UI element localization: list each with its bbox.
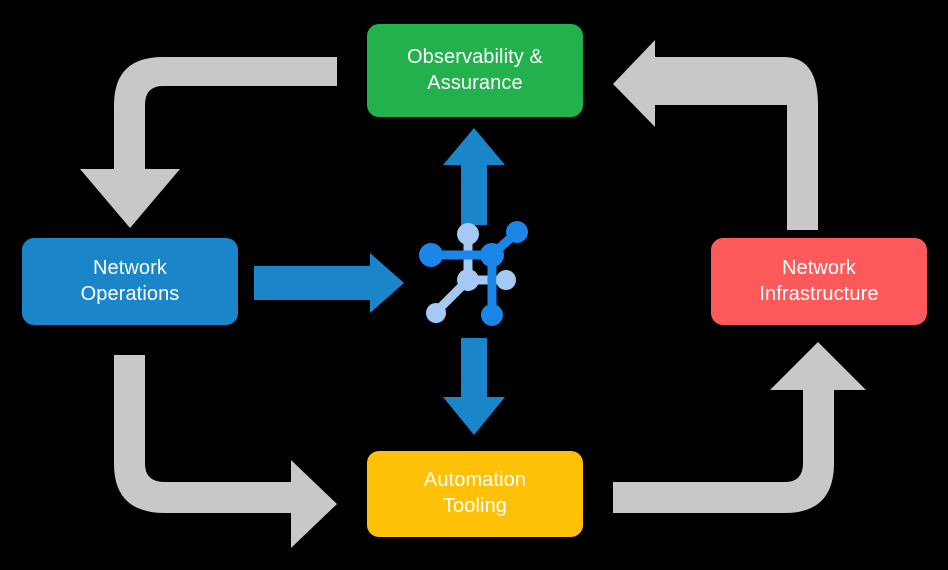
box-automation-tooling[interactable]: Automation Tooling — [367, 451, 583, 537]
network-dark-nodes — [419, 221, 528, 326]
box-observability-assurance[interactable]: Observability & Assurance — [367, 24, 583, 117]
box-automation-tooling-label: Automation Tooling — [423, 469, 527, 517]
arrow-automation-to-infrastructure — [613, 342, 866, 513]
network-light-nodes — [426, 223, 516, 323]
arrow-operations-to-center — [254, 253, 404, 313]
network-mesh-icon — [419, 221, 528, 326]
box-observability-label: Observability & Assurance — [407, 45, 543, 94]
arrow-operations-to-automation — [114, 355, 337, 548]
box-network-infrastructure[interactable]: Network Infrastructure — [711, 238, 927, 325]
box-network-infrastructure-label: Network Infrastructure — [759, 256, 879, 305]
arrow-observability-to-operations — [80, 57, 337, 228]
arrow-center-to-automation — [443, 338, 505, 435]
box-network-operations-label: Network Operations — [80, 256, 180, 305]
arrow-center-to-observability — [443, 128, 505, 225]
arrow-infrastructure-to-observability — [613, 40, 818, 230]
box-network-operations[interactable]: Network Operations — [22, 238, 238, 325]
